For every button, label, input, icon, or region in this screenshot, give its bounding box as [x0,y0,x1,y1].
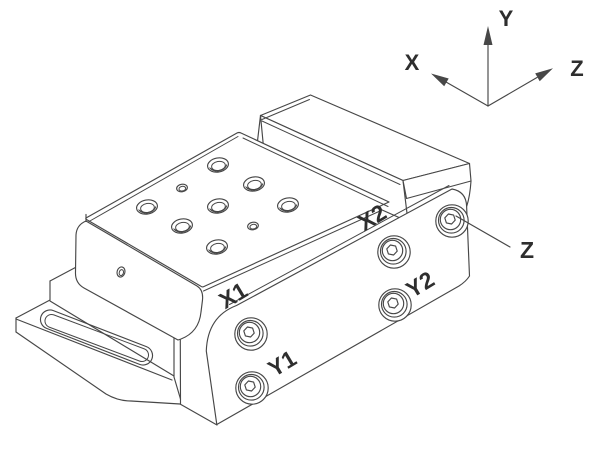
table-top-face [85,131,390,292]
table-side-face [74,220,204,405]
mounting-slot [39,309,154,366]
axis-x-label: X [405,50,420,75]
axis-y-arrow [483,26,493,107]
end-block [256,94,472,223]
body-top-chamfer [229,185,450,305]
base-plate [15,263,218,426]
axis-z-arrow [487,68,553,107]
axis-y-label: Y [499,6,514,31]
screw-z [435,204,469,238]
screw-x1 [234,317,268,351]
screw-y1 [235,371,269,405]
axis-x-arrow [431,73,489,107]
z-leader: Z [455,215,534,263]
screw-x2 [377,235,411,269]
screw-y2 [378,288,412,322]
coordinate-triad: X Y Z [405,6,584,107]
axis-z-label: Z [570,56,583,81]
z-leader-line [455,215,511,248]
side-face-hole [116,266,126,278]
z-leader-label: Z [520,237,534,263]
